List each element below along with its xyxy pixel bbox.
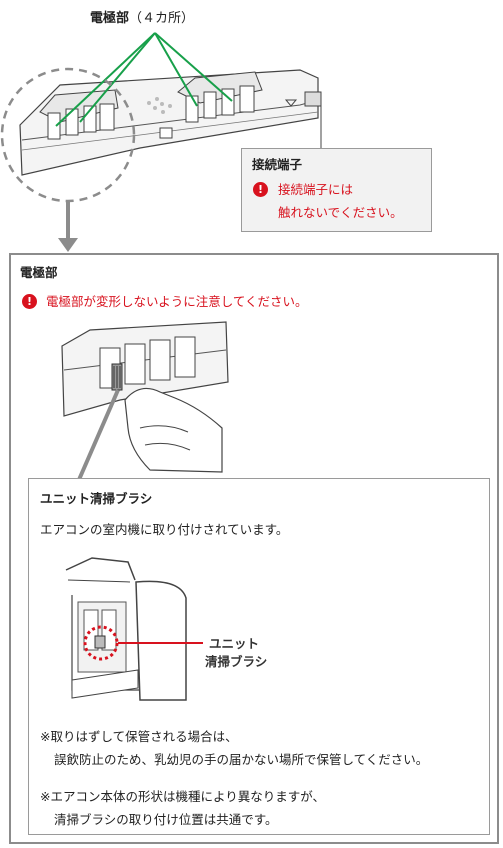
electrode-panel-title: 電極部 — [20, 265, 58, 280]
electrode-title: 電極部 — [90, 11, 130, 26]
brush-label-line1: ユニット — [209, 636, 260, 651]
electrode-panel-warning: 電極部が変形しないように注意してください。 — [46, 294, 308, 309]
indoor-unit-illustration — [65, 557, 203, 701]
terminal-callout: 接続端子 ! 接続端子には 触れないでください。 — [241, 148, 432, 232]
electrode-cleaning-illustration — [61, 321, 229, 483]
brush-label-line2: 清掃ブラシ — [205, 654, 268, 669]
note2-line2: 清掃ブラシの取り付け位置は共通です。 — [54, 812, 278, 827]
top-title: 電極部（４カ所） — [90, 12, 194, 25]
terminal-warning-line1: 接続端子には — [278, 182, 354, 197]
electrode-unit-illustration — [0, 32, 322, 252]
terminal-title: 接続端子 — [252, 157, 303, 172]
exclamation-circle-icon: ! — [253, 182, 268, 197]
exclamation-circle-icon: ! — [22, 294, 37, 309]
electrode-count: （４カ所） — [129, 11, 195, 26]
note1-line1: ※取りはずして保管される場合は、 — [40, 729, 238, 744]
brush-panel-description: エアコンの室内機に取り付けされています。 — [40, 522, 289, 537]
terminal-warning-line2: 触れないでください。 — [278, 205, 403, 220]
brush-panel-title: ユニット清掃ブラシ — [40, 491, 153, 506]
note2-line1: ※エアコン本体の形状は機種により異なりますが、 — [40, 789, 325, 804]
note1-line2: 誤飲防止のため、乳幼児の手の届かない場所で保管してください。 — [54, 752, 429, 767]
